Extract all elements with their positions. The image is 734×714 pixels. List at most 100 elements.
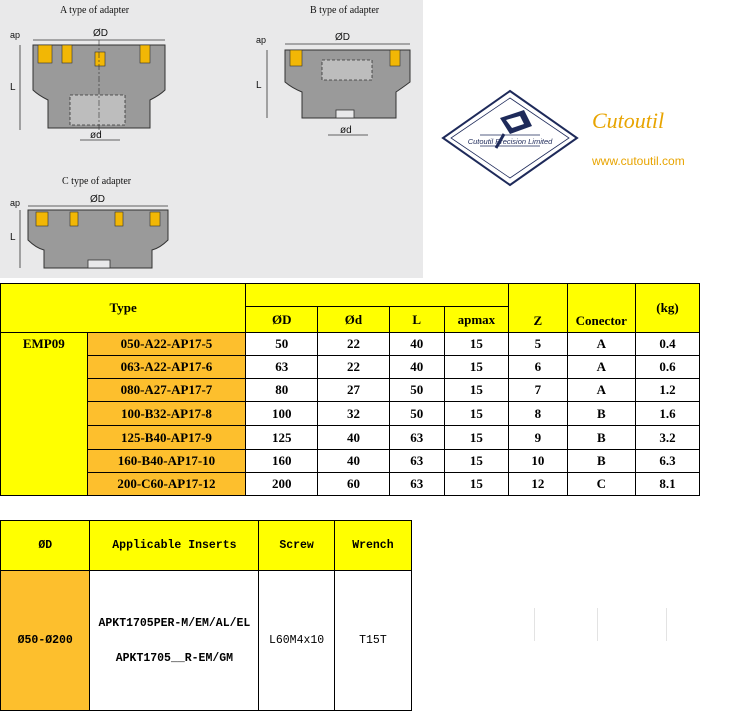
cell-conector: B	[566, 449, 636, 473]
cell-conector: A	[566, 332, 636, 356]
cell-outer-diameter: 125	[245, 425, 319, 450]
applicable-inserts: APKT1705PER-M/EM/AL/EL APKT1705__R-EM/GM	[89, 570, 260, 711]
cell-z: 6	[508, 355, 568, 379]
col-kg: (kg)	[634, 283, 701, 333]
cell-length: 50	[388, 401, 445, 426]
dimension-group-header	[245, 283, 510, 307]
cell-bore-diameter: 40	[317, 425, 390, 450]
table-row: 125-B40-AP17-9 125 40 63 15 9 B 3.2	[1, 425, 701, 450]
cell-outer-diameter: 200	[245, 472, 319, 496]
cell-apmax: 15	[443, 355, 510, 379]
adapter-c-title: C type of adapter	[62, 176, 132, 187]
table-row: 063-A22-AP17-6 63 22 40 15 6 A 0.6	[1, 355, 701, 379]
adapter-c-l-label: L	[10, 232, 16, 243]
cell-bore-diameter: 60	[317, 472, 390, 496]
adapter-a-title: A type of adapter	[60, 5, 130, 16]
product-code: 080-A27-AP17-7	[86, 378, 247, 402]
cell-length: 40	[388, 355, 445, 379]
adapter-a-l-label: L	[10, 82, 16, 93]
col-bore-diameter: Ød	[317, 306, 390, 333]
col-length: L	[388, 306, 445, 333]
cell-length: 63	[388, 425, 445, 450]
cell-outer-diameter: 100	[245, 401, 319, 426]
specification-table: Type Z Conector (kg) ØD Ød L apmax EMP09…	[0, 283, 701, 496]
table-row: EMP09 050-A22-AP17-5 50 22 40 15 5 A 0.4	[0, 332, 701, 496]
adapter-c-ap-label: ap	[10, 198, 20, 208]
adapter-a-dd-label: ød	[90, 130, 102, 141]
product-code: 063-A22-AP17-6	[86, 355, 247, 379]
cell-apmax: 15	[443, 401, 510, 426]
cell-conector: A	[566, 355, 636, 379]
series-name: EMP09	[0, 332, 88, 496]
cell-z: 7	[508, 378, 568, 402]
cell-bore-diameter: 40	[317, 449, 390, 473]
adapter-b-l-label: L	[256, 80, 262, 91]
product-code: 160-B40-AP17-10	[86, 449, 247, 473]
divider	[597, 608, 598, 641]
table-row: 160-B40-AP17-10 160 40 63 15 10 B 6.3	[1, 449, 701, 473]
cell-z: 10	[508, 449, 568, 473]
cell-kg: 8.1	[634, 472, 701, 496]
adapter-c-drawing: C type of adapter ØD ap L	[10, 176, 169, 269]
col-outer-diameter: ØD	[245, 306, 319, 333]
table-row: Ø50-Ø200 APKT1705PER-M/EM/AL/EL APKT1705…	[0, 570, 413, 711]
cell-z: 12	[508, 472, 568, 496]
adapter-b-d-label: ØD	[335, 32, 350, 43]
col-apmax: apmax	[443, 306, 510, 333]
cell-bore-diameter: 22	[317, 332, 390, 356]
brand-name: Cutoutil	[592, 108, 665, 133]
table-row: 200-C60-AP17-12 200 60 63 15 12 C 8.1	[1, 472, 701, 496]
product-code: 125-B40-AP17-9	[86, 425, 247, 450]
adapter-b-ap-label: ap	[256, 35, 266, 45]
cell-conector: B	[566, 401, 636, 426]
cell-length: 63	[388, 472, 445, 496]
insert-table: ØD Applicable Inserts Screw Wrench Ø50-Ø…	[0, 520, 413, 711]
cell-apmax: 15	[443, 332, 510, 356]
divider	[666, 608, 667, 641]
cell-outer-diameter: 80	[245, 378, 319, 402]
cell-bore-diameter: 27	[317, 378, 390, 402]
divider	[534, 608, 535, 641]
cell-conector: C	[566, 472, 636, 496]
cell-outer-diameter: 50	[245, 332, 319, 356]
cell-apmax: 15	[443, 425, 510, 450]
type-header: Type	[0, 283, 247, 333]
cell-conector: B	[566, 425, 636, 450]
cell-apmax: 15	[443, 378, 510, 402]
cell-length: 40	[388, 332, 445, 356]
cell-kg: 6.3	[634, 449, 701, 473]
od-range: Ø50-Ø200	[0, 570, 91, 711]
col-z: Z	[508, 283, 568, 333]
drawing-panel: A type of adapter ØD ap L ød B type of a…	[0, 0, 423, 278]
col-applicable-inserts: Applicable Inserts	[89, 520, 260, 571]
company-logo: Cutoutil Precision Limited Cutoutil www.…	[440, 88, 720, 188]
logo-ring-text: Cutoutil Precision Limited	[468, 137, 553, 146]
adapter-a-d-label: ØD	[93, 28, 108, 39]
col-screw: Screw	[258, 520, 335, 571]
cell-bore-diameter: 32	[317, 401, 390, 426]
insert-line-2: APKT1705__R-EM/GM	[115, 651, 234, 665]
table-row: 100-B32-AP17-8 100 32 50 15 8 B 1.6	[1, 401, 701, 426]
adapter-b-dd-label: ød	[340, 125, 352, 136]
adapter-a-drawing: A type of adapter ØD ap L ød	[10, 5, 166, 141]
cell-outer-diameter: 63	[245, 355, 319, 379]
cell-z: 8	[508, 401, 568, 426]
cell-apmax: 15	[443, 449, 510, 473]
screw-value: L60M4x10	[258, 570, 335, 711]
cell-outer-diameter: 160	[245, 449, 319, 473]
website-link[interactable]: www.cutoutil.com	[592, 154, 685, 168]
cell-bore-diameter: 22	[317, 355, 390, 379]
col-wrench: Wrench	[333, 520, 413, 571]
adapter-a-ap-label: ap	[10, 30, 20, 40]
wrench-value: T15T	[333, 570, 413, 711]
table-row: 080-A27-AP17-7 80 27 50 15 7 A 1.2	[1, 378, 701, 402]
cell-kg: 1.2	[634, 378, 701, 402]
diamond-emblem-icon: Cutoutil Precision Limited	[441, 89, 579, 187]
cell-conector: A	[566, 378, 636, 402]
cell-kg: 1.6	[634, 401, 701, 426]
cell-kg: 0.4	[634, 332, 701, 356]
cell-z: 5	[508, 332, 568, 356]
cell-length: 50	[388, 378, 445, 402]
cell-z: 9	[508, 425, 568, 450]
cell-kg: 3.2	[634, 425, 701, 450]
